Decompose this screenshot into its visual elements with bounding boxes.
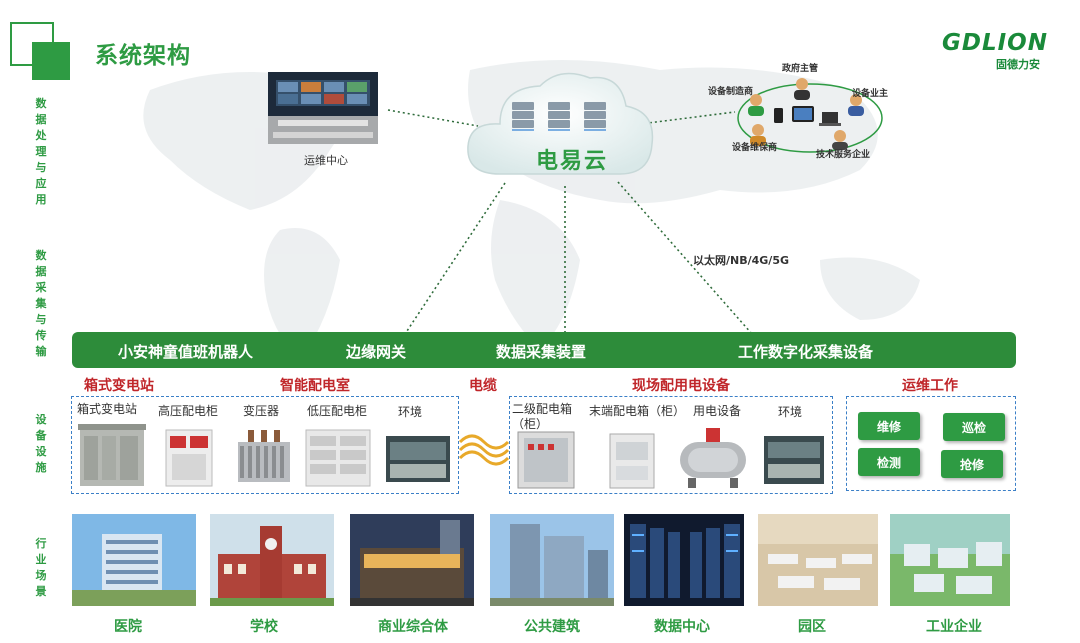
category-distribution-room: 智能配电室 [280, 375, 350, 395]
device-label: 箱式变电站 [77, 400, 137, 417]
environment-image [764, 436, 824, 484]
server-icon [512, 102, 606, 128]
industry-school: 学校 [204, 616, 324, 636]
device-label: 环境 [778, 403, 802, 420]
industry-data-center: 数据中心 [622, 616, 742, 636]
industry-park: 园区 [752, 616, 872, 636]
terminal-box-image [610, 434, 654, 488]
school-photo [210, 514, 334, 606]
park-photo [758, 514, 878, 606]
industry-hospital: 医院 [68, 616, 188, 636]
category-ops-work: 运维工作 [902, 375, 958, 395]
right-device-images [512, 426, 830, 490]
environment-image [386, 436, 450, 482]
device-label: 低压配电柜 [307, 402, 367, 419]
category-cable: 电缆 [469, 375, 497, 395]
industry-commercial: 商业综合体 [353, 616, 473, 636]
network-label: 以太网/NB/4G/5G [693, 252, 789, 268]
industry-photos [72, 514, 1012, 606]
commercial-complex-photo [350, 514, 474, 606]
category-box-substation: 箱式变电站 [84, 375, 154, 395]
device-label: 环境 [398, 403, 422, 420]
emergency-repair-button: 抢修 [941, 450, 1003, 478]
public-building-photo [490, 514, 614, 606]
industrial-enterprise-photo [890, 514, 1010, 606]
testing-button: 检测 [858, 448, 920, 476]
device-label: 高压配电柜 [158, 402, 218, 419]
inspection-button: 巡检 [943, 413, 1005, 441]
cloud-label: 电易云 [522, 143, 622, 175]
party-gov: 政府主管 [782, 61, 818, 74]
transformer-image [238, 430, 290, 482]
device-label: 用电设备 [693, 402, 741, 419]
party-maint: 设备维保商 [732, 140, 777, 153]
device-label: 变压器 [243, 402, 279, 419]
ops-center-photo [268, 72, 378, 144]
party-maker: 设备制造商 [708, 84, 753, 97]
hospital-photo [72, 514, 196, 606]
box-substation-image [78, 424, 146, 486]
device-icon [774, 106, 841, 126]
industry-public-building: 公共建筑 [492, 616, 612, 636]
party-owner: 设备业主 [852, 86, 888, 99]
category-field-equipment: 现场配用电设备 [632, 375, 730, 395]
left-device-images [78, 422, 454, 490]
lv-cabinet-image [306, 430, 370, 486]
hv-cabinet-image [166, 430, 212, 486]
data-center-photo [624, 514, 744, 606]
secondary-box-image [518, 432, 574, 488]
party-service: 技术服务企业 [816, 147, 870, 160]
industry-enterprise: 工业企业 [894, 616, 1014, 636]
collect-digital: 工作数字化采集设备 [738, 341, 873, 362]
collect-gateway: 边缘网关 [346, 341, 406, 362]
ops-center-caption: 运维中心 [304, 152, 348, 168]
electric-equipment-image [680, 428, 746, 488]
repair-button: 维修 [858, 412, 920, 440]
cable-icon [458, 428, 510, 468]
device-label: 末端配电箱（柜） [589, 402, 685, 419]
collect-device: 数据采集装置 [496, 341, 586, 362]
collect-robot: 小安神童值班机器人 [118, 341, 253, 362]
